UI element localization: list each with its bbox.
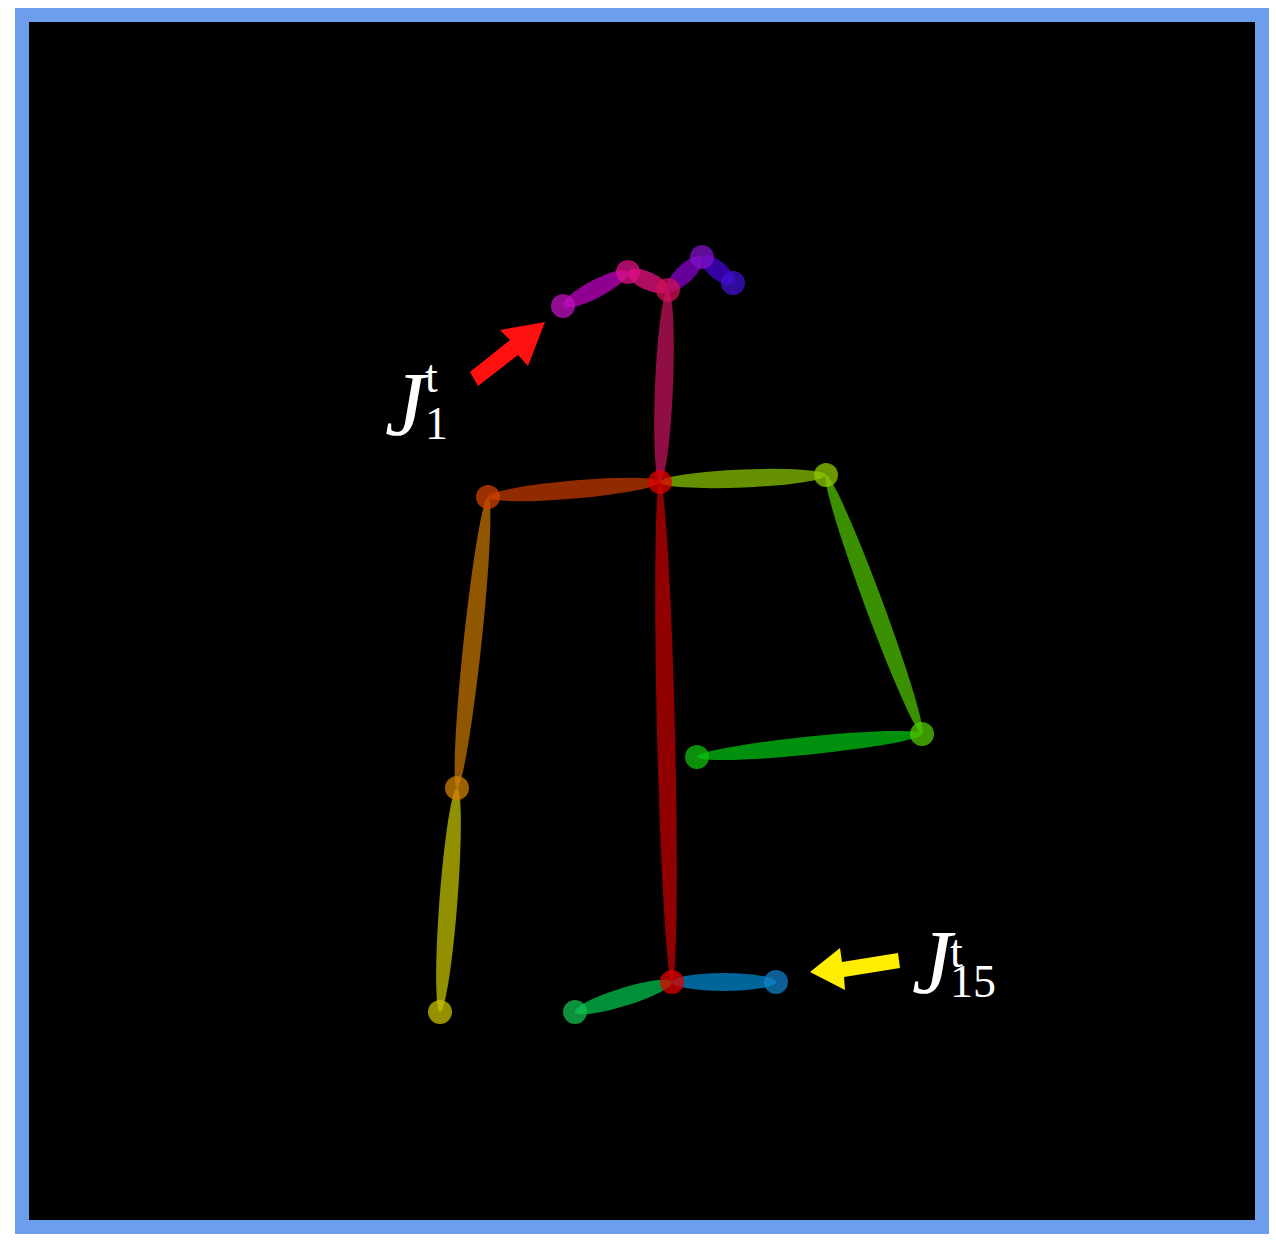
joint bbox=[764, 970, 788, 994]
limb bbox=[431, 787, 466, 1012]
frame bbox=[22, 15, 1262, 1227]
yellow-arrow bbox=[810, 948, 900, 990]
subscript: 15 bbox=[950, 959, 996, 1005]
subscript: 1 bbox=[425, 401, 448, 447]
limb bbox=[818, 472, 931, 737]
limb bbox=[651, 290, 677, 483]
limb bbox=[572, 973, 674, 1020]
joint bbox=[690, 245, 714, 269]
joint bbox=[616, 260, 640, 284]
joint bbox=[551, 294, 575, 318]
limb bbox=[660, 466, 827, 491]
joint bbox=[814, 463, 838, 487]
limb bbox=[651, 482, 681, 982]
joint-symbol: J bbox=[912, 918, 952, 1008]
joint bbox=[563, 1000, 587, 1024]
joint bbox=[910, 722, 934, 746]
joint bbox=[721, 271, 745, 295]
limb bbox=[672, 973, 776, 991]
joint bbox=[685, 745, 709, 769]
skeleton bbox=[428, 245, 934, 1024]
superscript: t bbox=[425, 354, 438, 400]
joint bbox=[445, 776, 469, 800]
limb bbox=[487, 473, 661, 506]
joint bbox=[660, 970, 684, 994]
red-arrow bbox=[470, 322, 545, 386]
joint bbox=[476, 485, 500, 509]
limb bbox=[696, 725, 923, 766]
joint bbox=[656, 278, 680, 302]
joint bbox=[428, 1000, 452, 1024]
joint-symbol: J bbox=[385, 360, 425, 450]
joint bbox=[648, 470, 672, 494]
limb bbox=[448, 496, 497, 789]
